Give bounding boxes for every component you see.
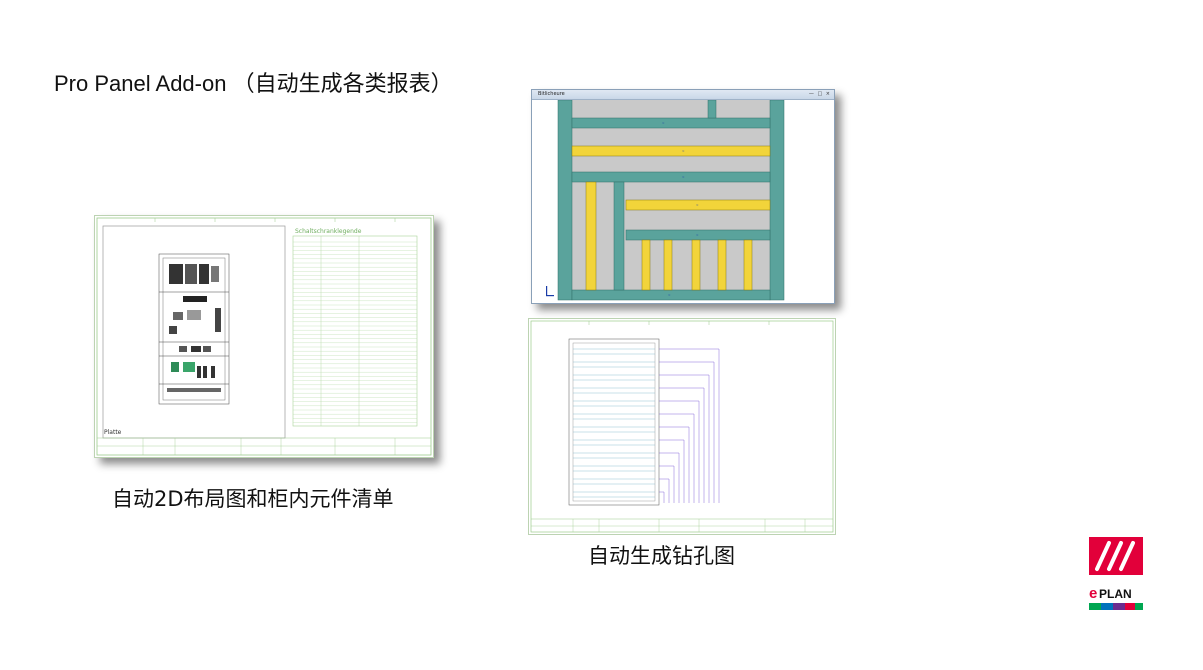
eplan-logo-mark: e PLAN bbox=[1089, 537, 1143, 610]
drilling-drawing bbox=[530, 320, 834, 533]
panel-window: Bitlicheure — □ × bbox=[531, 89, 835, 304]
layout-sheet-drawing bbox=[96, 217, 432, 456]
window-title: Bitlicheure bbox=[538, 91, 565, 97]
svg-text:≈: ≈ bbox=[668, 293, 671, 297]
svg-text:e: e bbox=[1089, 585, 1097, 602]
legend-title: Schaltschranklegende bbox=[295, 228, 362, 235]
layout-sheet: Schaltschranklegende Platte bbox=[94, 215, 434, 458]
drilling-sheet bbox=[528, 318, 836, 535]
layout-caption: 自动2D布局图和柜内元件清单 bbox=[112, 487, 394, 511]
eplan-logo: e PLAN bbox=[1089, 537, 1143, 615]
panel-label: Platte bbox=[104, 429, 122, 436]
drilling-caption: 自动生成钻孔图 bbox=[588, 544, 735, 568]
svg-text:≈: ≈ bbox=[682, 149, 685, 153]
svg-text:PLAN: PLAN bbox=[1099, 587, 1132, 601]
window-titlebar: Bitlicheure — □ × bbox=[532, 90, 834, 100]
cabinet-layout bbox=[158, 253, 230, 405]
slide-title: Pro Panel Add-on （自动生成各类报表） bbox=[54, 71, 453, 96]
svg-text:≈: ≈ bbox=[662, 121, 665, 125]
window-controls[interactable]: — □ × bbox=[808, 91, 831, 97]
mounting-panel-drawing: ≈ ≈ ≈ ≈ ≈ ≈ bbox=[536, 100, 785, 301]
svg-text:≈: ≈ bbox=[696, 203, 699, 207]
svg-text:≈: ≈ bbox=[696, 233, 699, 237]
svg-text:≈: ≈ bbox=[682, 175, 685, 179]
